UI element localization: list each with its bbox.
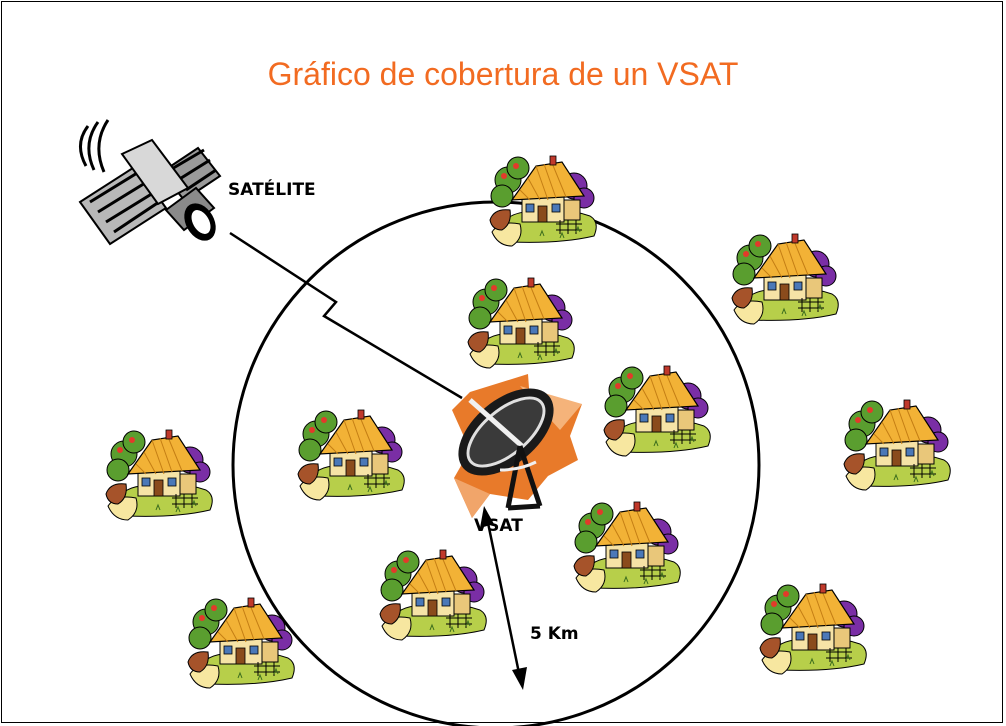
house-icon [467,277,575,369]
radius-arrow [480,506,527,690]
house-icon [573,501,681,593]
house-icon [379,549,487,641]
satellite-label: SATÉLITE [228,180,316,200]
house-icon [105,429,213,521]
vsat-dish-icon [452,374,582,518]
satellite-icon [78,119,222,246]
house-icon [603,365,711,457]
vsat-label: VSAT [474,516,523,536]
house-icon [489,155,597,247]
house-icon [843,399,951,491]
diagram-title: Gráfico de cobertura de un VSAT [267,56,739,92]
satellite-link-line [229,231,463,400]
house-icon [731,233,839,325]
house-icon [759,583,867,675]
house-icon [297,409,405,501]
radius-label: 5 Km [530,624,579,644]
